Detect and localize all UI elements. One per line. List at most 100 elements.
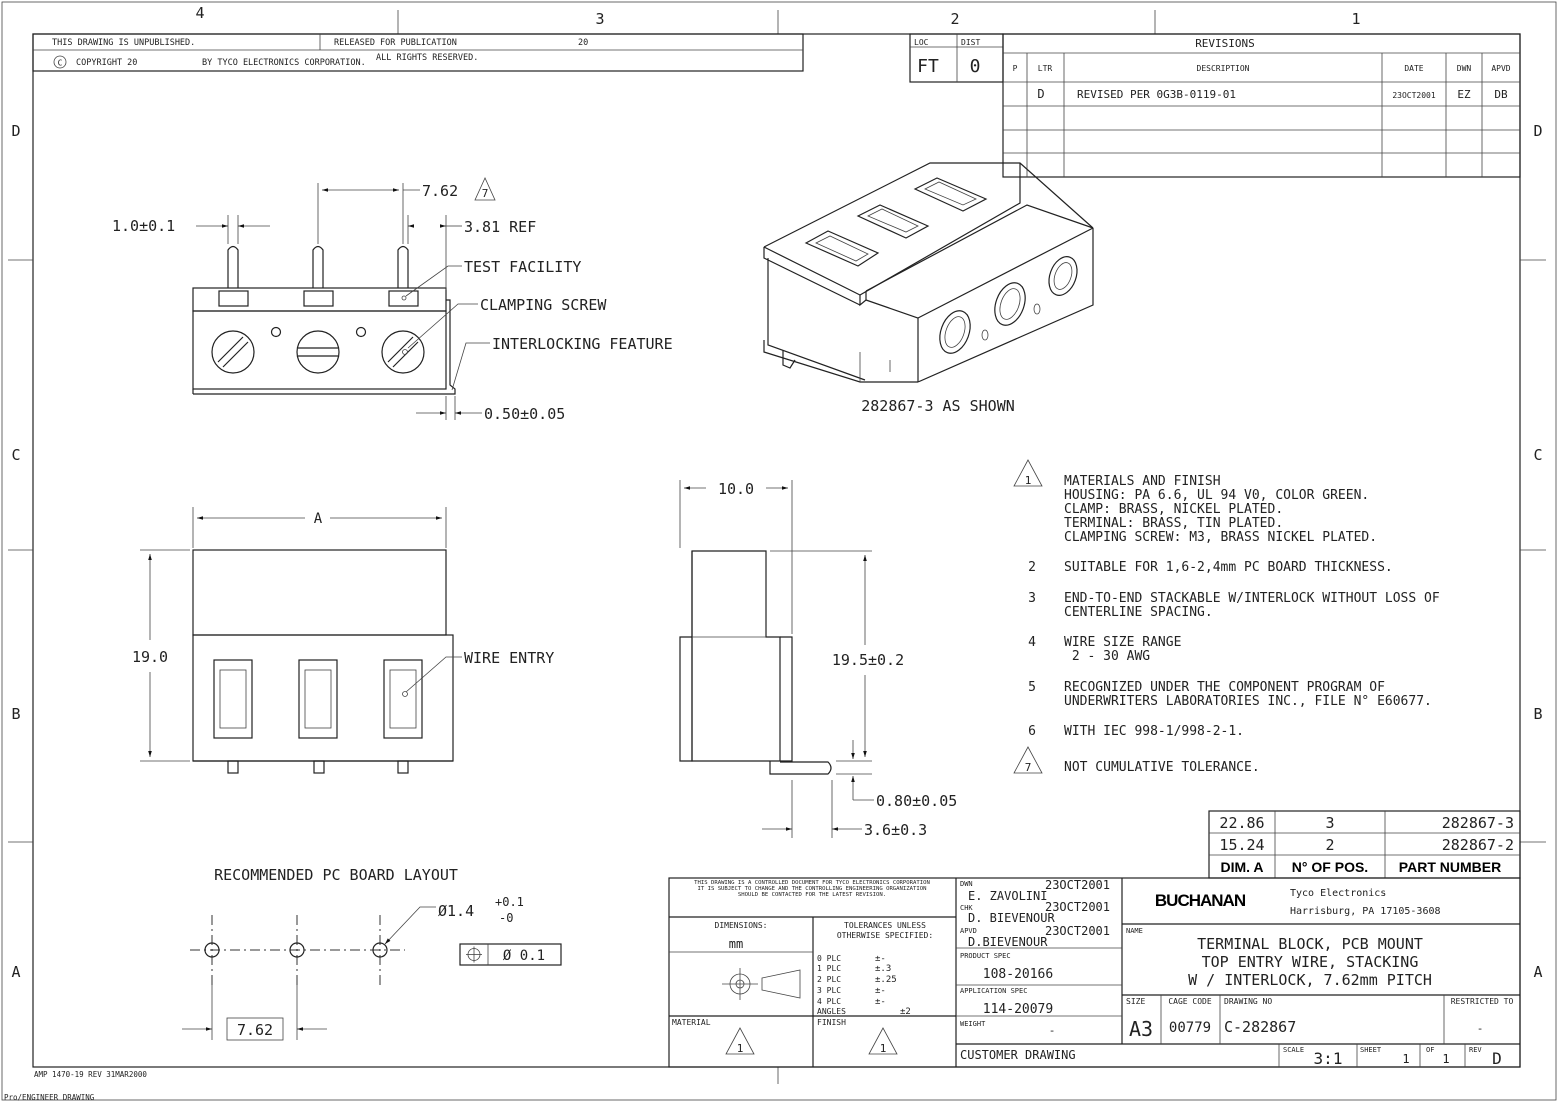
note-6-num: 6	[1028, 724, 1036, 739]
cage-value: 00779	[1169, 1020, 1211, 1036]
loc-label: LOC	[914, 38, 929, 47]
pcb-hole-plus: +0.1	[495, 895, 524, 909]
apvd-label: APVD	[960, 927, 977, 935]
dim-terminal-thickness: 0.80±0.05	[876, 792, 957, 810]
tolerances-label-2: OTHERWISE SPECIFIED:	[837, 931, 933, 940]
note-7-flag: 7	[1025, 761, 1032, 774]
parts-row-1-pn: 282867-3	[1442, 814, 1514, 832]
scale-label: SCALE	[1283, 1046, 1304, 1054]
revisions-title: REVISIONS	[1195, 37, 1255, 50]
parts-row-2-pos: 2	[1325, 836, 1334, 854]
chk-name: D. BIEVENOUR	[968, 911, 1055, 925]
label-clamping-screw: CLAMPING SCREW	[480, 296, 607, 314]
zone-row-b: B	[11, 705, 20, 723]
of-label: OF	[1426, 1046, 1434, 1054]
weight-label: WEIGHT	[960, 1020, 986, 1028]
material-label: MATERIAL	[672, 1018, 711, 1027]
isometric-view: 282867-3 AS SHOWN	[763, 162, 1094, 415]
front-view: 7.62 7 1.0±0.1 3.81 REF TEST FACILITY CL…	[112, 177, 673, 423]
rev-col-p: P	[1013, 64, 1018, 73]
note-4-num: 4	[1028, 635, 1036, 650]
tol-0-val: ±-	[875, 954, 886, 964]
label-test-facility: TEST FACILITY	[464, 258, 581, 276]
pin-2	[312, 245, 324, 288]
rights-text: ALL RIGHTS RESERVED.	[376, 53, 478, 63]
finish-flag: 1	[880, 1042, 887, 1055]
pcb-pitch: 7.62	[237, 1021, 273, 1039]
zone-row-d-right: D	[1533, 122, 1542, 140]
note-1-line-5: CLAMPING SCREW: M3, BRASS NICKEL PLATED.	[1064, 530, 1377, 545]
zone-labels: 4 3 2 1 D C B A D C B A	[11, 4, 1542, 981]
zone-col-3: 3	[595, 10, 604, 28]
company-name: Tyco Electronics	[1290, 888, 1386, 899]
tolerances-label-1: TOLERANCES UNLESS	[844, 921, 926, 930]
dim-pitch: 7.62	[422, 182, 458, 200]
title-line-3: W / INTERLOCK, 7.62mm PITCH	[1188, 971, 1432, 989]
note-1-flag: 1	[1025, 474, 1032, 487]
loc-dist-block: LOC DIST FT 0	[909, 33, 1004, 83]
company-city: Harrisburg, PA 17105-3608	[1290, 906, 1441, 917]
product-spec-label: PRODUCT SPEC	[960, 952, 1011, 960]
tol-0-key: 0 PLC	[817, 954, 841, 963]
note-5-line-1: RECOGNIZED UNDER THE COMPONENT PROGRAM O…	[1064, 680, 1385, 695]
finish-label: FINISH	[817, 1018, 846, 1027]
note-5-num: 5	[1028, 680, 1036, 695]
dim-depth: 10.0	[718, 480, 754, 498]
unpublished-text: THIS DRAWING IS UNPUBLISHED.	[52, 38, 195, 48]
note-3-num: 3	[1028, 591, 1036, 606]
label-interlocking: INTERLOCKING FEATURE	[492, 335, 673, 353]
buchanan-logo: BUCHANAN	[1155, 891, 1246, 910]
pin-3	[397, 245, 409, 288]
pcb-layout: RECOMMENDED PC BOARD LAYOUT Ø1.4 +0.1 -0…	[182, 866, 562, 1041]
parts-header-dim: DIM. A	[1220, 859, 1263, 875]
tol-3-val: ±-	[875, 986, 886, 996]
zone-row-c-right: C	[1533, 446, 1542, 464]
pcb-title: RECOMMENDED PC BOARD LAYOUT	[214, 866, 458, 884]
controlled-line-3: SHOULD BE CONTACTED FOR THE LATEST REVIS…	[738, 892, 886, 898]
rev-col-ltr: LTR	[1038, 64, 1053, 73]
rev-col-description: DESCRIPTION	[1197, 64, 1250, 73]
name-label: NAME	[1126, 927, 1143, 935]
dwn-date: 23OCT2001	[1045, 878, 1110, 892]
weight-value: -	[1049, 1024, 1056, 1037]
tol-4-key: 4 PLC	[817, 997, 841, 1006]
tol-2-key: 2 PLC	[817, 975, 841, 984]
material-flag: 1	[737, 1042, 744, 1055]
dim-interlock: 0.50±0.05	[484, 405, 565, 423]
dimensions-unit: mm	[729, 937, 743, 951]
screw-3	[381, 330, 425, 374]
zone-row-a-right: A	[1533, 963, 1542, 981]
size-value: A3	[1129, 1017, 1153, 1041]
rev-col-dwn: DWN	[1457, 64, 1472, 73]
form-number: AMP 1470-19 REV 31MAR2000	[34, 1070, 147, 1079]
product-spec: 108-20166	[983, 967, 1053, 982]
rev-col-date: DATE	[1404, 64, 1423, 73]
note-6-line-1: WITH IEC 998-1/998-2-1.	[1064, 724, 1244, 739]
controlled-line-1: THIS DRAWING IS A CONTROLLED DOCUMENT FO…	[694, 880, 930, 886]
release-year: 20	[578, 38, 588, 48]
pcb-hole-size: Ø1.4	[438, 902, 474, 920]
dim-side-height: 19.5±0.2	[832, 651, 904, 669]
screw-2	[296, 330, 340, 374]
parts-row-1-dim: 22.86	[1219, 814, 1264, 832]
notes-block: 1 MATERIALS AND FINISH HOUSING: PA 6.6, …	[1013, 459, 1440, 775]
corp-text: BY TYCO ELECTRONICS CORPORATION.	[202, 58, 366, 68]
zone-row-c: C	[11, 446, 20, 464]
side-view: 10.0 19.5±0.2 0.80±0.05 3.6±0.3	[679, 480, 957, 839]
apvd-name: D.BIEVENOUR	[968, 935, 1048, 949]
copyright-symbol: C	[58, 59, 63, 68]
note-3-line-2: CENTERLINE SPACING.	[1064, 605, 1213, 620]
dimensions-label: DIMENSIONS:	[715, 921, 768, 930]
revisions-table: REVISIONS P LTR DESCRIPTION DATE DWN APV…	[1002, 33, 1521, 178]
zone-row-a: A	[11, 963, 20, 981]
rev-value: D	[1492, 1049, 1502, 1068]
dwn-label: DWN	[960, 880, 973, 888]
dim-height: 19.0	[132, 648, 168, 666]
note-1-line-1: MATERIALS AND FINISH	[1064, 474, 1221, 489]
screw-1	[211, 330, 255, 374]
publication-block: THIS DRAWING IS UNPUBLISHED. RELEASED FO…	[32, 33, 804, 72]
zone-col-2: 2	[950, 10, 959, 28]
pcb-position-tolerance: Ø 0.1	[503, 948, 545, 964]
pcb-hole-minus: -0	[499, 911, 513, 925]
parts-header-pn: PART NUMBER	[1399, 859, 1501, 875]
